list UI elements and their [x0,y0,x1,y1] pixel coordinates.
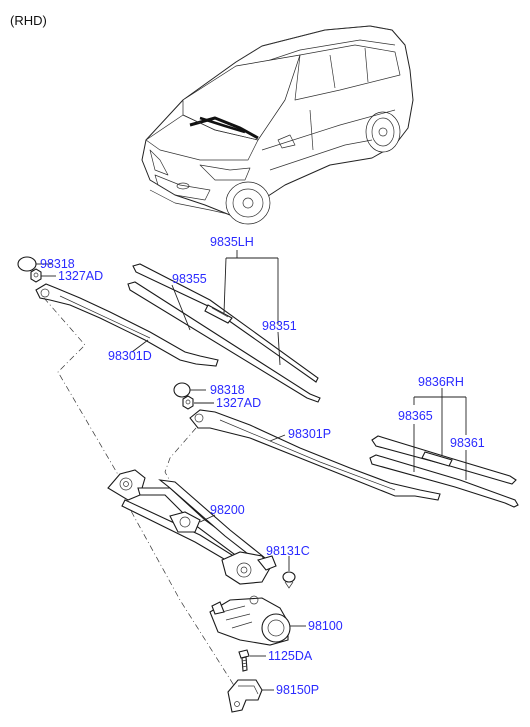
label-98100: 98100 [308,619,343,633]
label-98318-left: 98318 [40,257,75,271]
label-98355: 98355 [172,272,207,286]
wiper-linkage [107,469,277,585]
vehicle-illustration [141,25,414,225]
label-98301P: 98301P [288,427,331,441]
label-1327AD-right: 1327AD [216,396,261,410]
label-98365: 98365 [398,409,433,423]
label-98301D: 98301D [108,349,152,363]
leader-98301P [269,434,286,442]
drive-side-note: (RHD) [10,13,47,28]
label-98200: 98200 [210,503,245,517]
leader-98200 [199,514,216,523]
label-9836RH: 9836RH [418,375,464,389]
passenger-arm [189,409,441,501]
label-1125DA: 1125DA [268,649,313,663]
wiper-motor [209,595,306,646]
cap-nut-right [173,382,214,410]
label-1327AD-left: 1327AD [58,269,103,283]
passenger-blade-assembly [369,435,519,508]
label-98351: 98351 [262,319,297,333]
bracket-98150P [227,679,274,713]
label-98131C: 98131C [266,544,310,558]
driver-arm [35,283,219,367]
leader-9836RH [413,388,467,480]
label-98150P: 98150P [276,683,319,697]
cap-nut-left [17,256,56,283]
assembly-reference-lines [43,297,241,696]
label-9835LH: 9835LH [210,235,254,249]
label-98361: 98361 [450,436,485,450]
grommet-98131C [282,556,296,589]
driver-blade-assembly [127,263,321,403]
label-98318-right: 98318 [210,383,245,397]
bolt-1125DA [238,649,266,672]
leader-98301D [131,339,149,353]
leader-9835LH [171,250,281,366]
